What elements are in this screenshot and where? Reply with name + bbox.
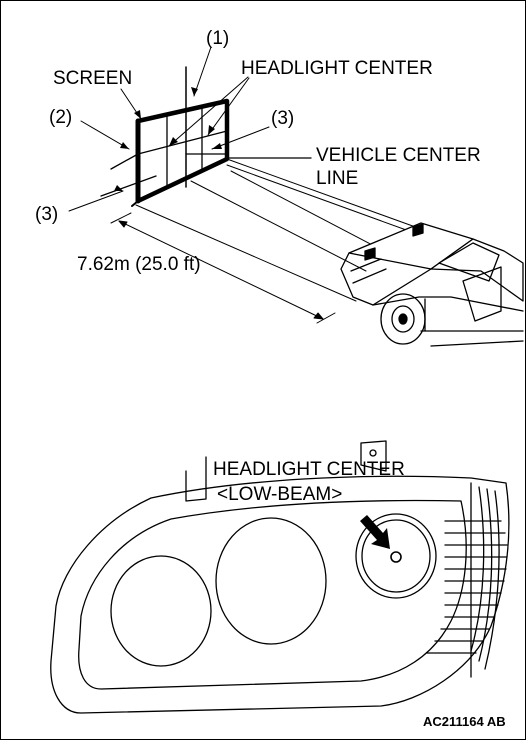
screen-panel <box>100 66 312 207</box>
label-vehicle-center-line: LINE <box>316 168 359 189</box>
label-num-3-right: (3) <box>271 108 295 129</box>
label-num-2: (2) <box>49 107 73 128</box>
figure-id: AC211164 AB <box>423 714 506 729</box>
headlight-assembly <box>50 440 510 714</box>
vehicle-outline <box>340 222 524 347</box>
label-headlight-center: HEADLIGHT CENTER <box>241 58 433 79</box>
leader-lines <box>68 46 270 212</box>
low-beam-arrow-icon <box>360 515 390 549</box>
label-low-beam: <LOW-BEAM> <box>217 484 343 505</box>
distance-dimension <box>110 212 336 324</box>
left-lamp <box>110 555 212 667</box>
low-beam-lamp <box>355 513 437 599</box>
leader-arrowheads <box>114 87 222 191</box>
label-screen: SCREEN <box>53 68 133 89</box>
beam-lines <box>135 158 422 302</box>
label-vehicle-center: VEHICLE CENTER <box>316 145 481 166</box>
label-distance: 7.62m (25.0 ft) <box>77 254 201 275</box>
label-num-3-left: (3) <box>35 204 59 225</box>
low-beam-center-point <box>390 551 402 563</box>
center-lamp <box>215 517 327 645</box>
label-headlight-center-lower: HEADLIGHT CENTER <box>213 459 405 480</box>
label-num-1: (1) <box>206 28 230 49</box>
